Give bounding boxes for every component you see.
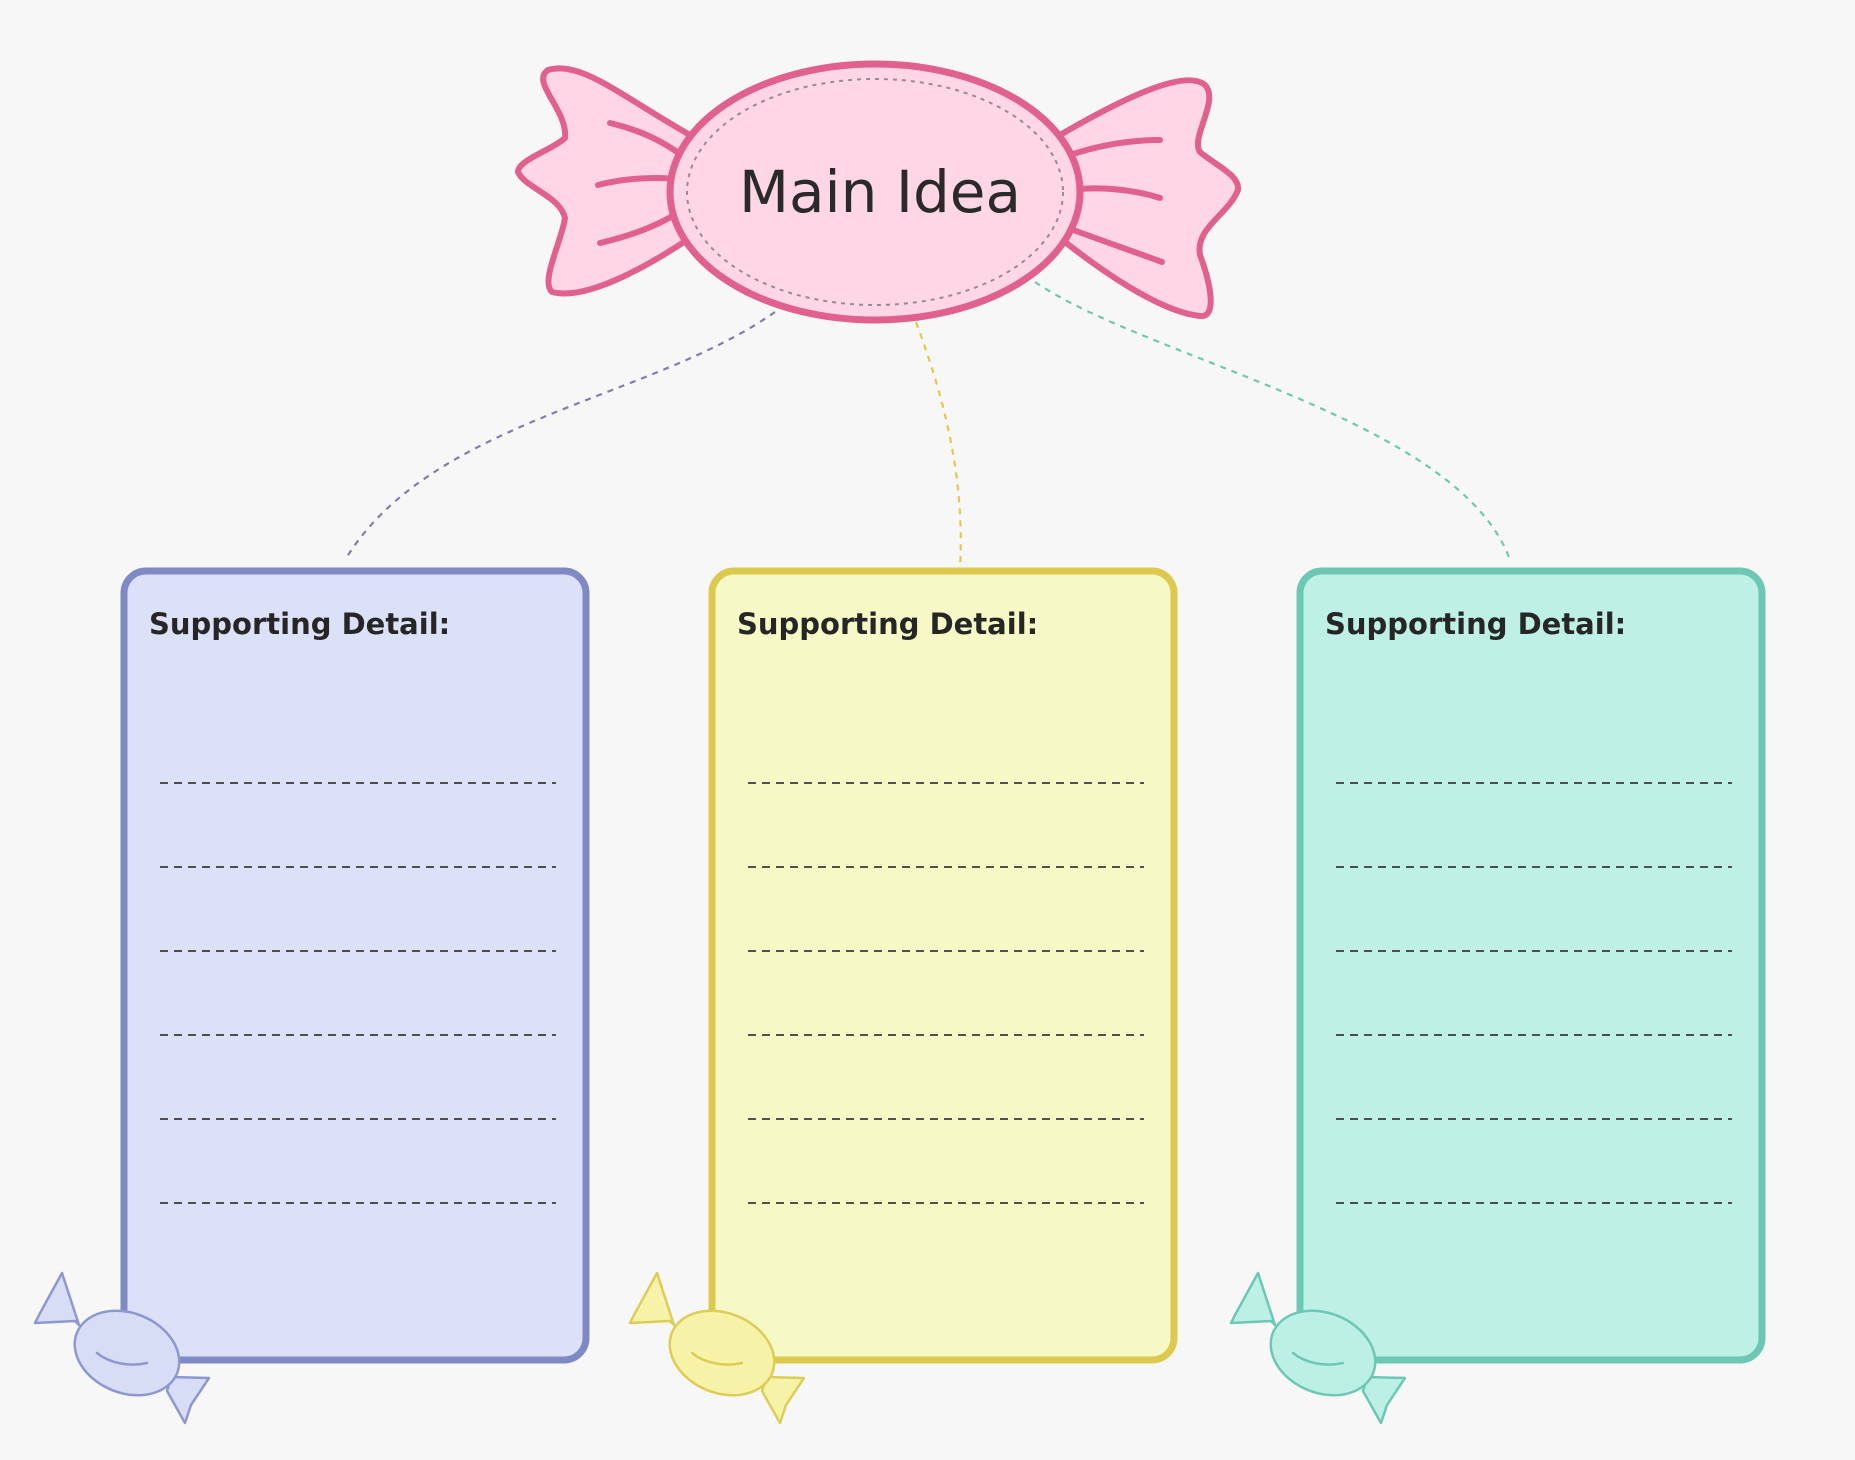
small-candy-part — [165, 1375, 211, 1425]
supporting-detail-title: Supporting Detail: — [1325, 607, 1626, 641]
supporting-detail-title: Supporting Detail: — [149, 607, 450, 641]
small-candy-part — [1361, 1375, 1407, 1425]
wrapped-candy-icon — [515, 60, 1241, 324]
small-candy-part — [95, 1351, 149, 1366]
small-candy-part — [628, 1271, 676, 1327]
writing-lines — [160, 782, 556, 1204]
connector-main-to-detail-3 — [1034, 281, 1512, 561]
small-candy-part — [760, 1375, 806, 1425]
small-candy-part — [1269, 1309, 1377, 1397]
connector-main-to-detail-2 — [914, 321, 962, 569]
small-candy-icon — [33, 1271, 211, 1425]
small-candy-part — [690, 1351, 744, 1366]
small-candy-icon — [628, 1271, 806, 1425]
small-candy-part — [1229, 1271, 1277, 1327]
small-candy-part — [1291, 1351, 1345, 1366]
small-candy-part — [33, 1271, 81, 1327]
writing-lines — [748, 782, 1144, 1204]
supporting-detail-title: Supporting Detail: — [737, 607, 1038, 641]
small-candy-part — [668, 1309, 776, 1397]
supporting-detail-card-1: Supporting Detail: — [120, 567, 590, 1364]
connector-main-to-detail-1 — [344, 311, 776, 561]
supporting-detail-card-2: Supporting Detail: — [708, 567, 1178, 1364]
main-idea-title: Main Idea — [739, 158, 1021, 226]
small-candy-icon — [1229, 1271, 1407, 1425]
small-candy-part — [73, 1309, 181, 1397]
writing-lines — [1336, 782, 1732, 1204]
supporting-detail-card-3: Supporting Detail: — [1296, 567, 1766, 1364]
